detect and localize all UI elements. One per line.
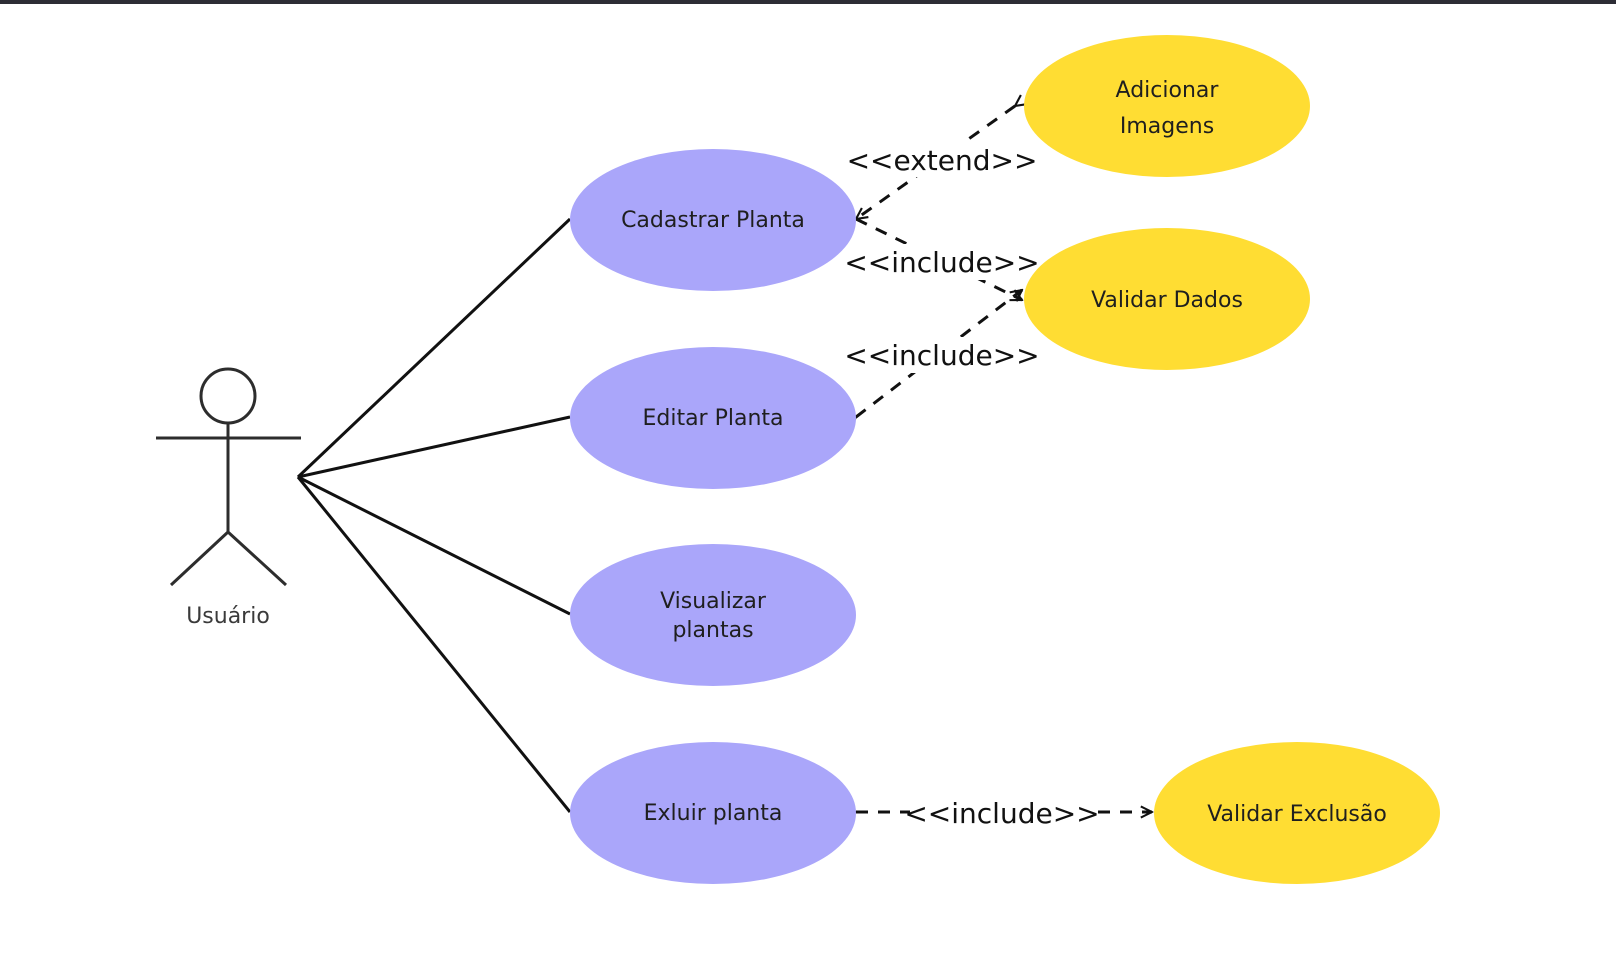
use-case-adicionar-label-line2: Imagens: [1120, 114, 1214, 139]
use-case-visualizar-plantas[interactable]: Visualizar plantas: [570, 544, 856, 686]
actor-head: [199, 367, 257, 425]
association-excluir: [296, 476, 572, 813]
association-lines: [296, 217, 572, 813]
use-case-validar-exclusao-label: Validar Exclusão: [1207, 802, 1387, 827]
use-case-validar-dados-label: Validar Dados: [1091, 288, 1243, 313]
top-border: [0, 0, 1616, 4]
use-case-adicionar-label-line1: Adicionar: [1116, 78, 1220, 103]
association-visualizar: [297, 475, 571, 616]
association-cadastrar: [296, 217, 572, 479]
use-case-cadastrar-ellipse: [570, 149, 856, 291]
use-case-adicionar-imagens[interactable]: Adicionar Imagens: [1024, 35, 1310, 177]
use-case-excluir-ellipse: [570, 742, 856, 884]
use-case-editar-ellipse: [570, 347, 856, 489]
use-case-editar-planta[interactable]: Editar Planta: [570, 347, 856, 489]
extend-label: <<extend>>: [847, 144, 1038, 177]
include-label-excluir: <<include>>: [904, 797, 1099, 830]
use-case-excluir-label: Exluir planta: [644, 801, 783, 826]
dependency-lines: [856, 106, 1152, 812]
use-case-validar-dados[interactable]: Validar Dados: [1024, 228, 1310, 370]
use-case-validar-exclusao[interactable]: Validar Exclusão: [1154, 742, 1440, 884]
use-case-cadastrar-label: Cadastrar Planta: [621, 208, 805, 233]
association-editar: [297, 415, 571, 479]
use-case-editar-label: Editar Planta: [642, 406, 783, 431]
include-label-1-bg: [850, 244, 1034, 280]
use-case-visualizar-label-line1: Visualizar: [660, 589, 767, 614]
actor-right-leg: [226, 530, 288, 587]
include-label-3-bg: [910, 795, 1094, 831]
extend-label-bg: [852, 141, 1032, 177]
include-label-cadastrar: <<include>>: [844, 246, 1039, 279]
include-label-2-bg: [850, 337, 1034, 373]
use-case-validar-dados-ellipse: [1024, 228, 1310, 370]
relation-labels: <<extend>> <<include>> <<include>> <<inc…: [844, 141, 1100, 831]
use-case-visualizar-label-line2: plantas: [672, 618, 753, 643]
use-case-validar-exclusao-ellipse: [1154, 742, 1440, 884]
actor-left-leg: [169, 530, 230, 587]
actor-label: Usuário: [186, 604, 270, 629]
use-case-visualizar-ellipse: [570, 544, 856, 686]
use-case-excluir-planta[interactable]: Exluir planta: [570, 742, 856, 884]
include-label-editar: <<include>>: [844, 339, 1039, 372]
actor-figure: [156, 367, 301, 587]
use-case-adicionar-ellipse: [1024, 35, 1310, 177]
use-case-cadastrar-planta[interactable]: Cadastrar Planta: [570, 149, 856, 291]
